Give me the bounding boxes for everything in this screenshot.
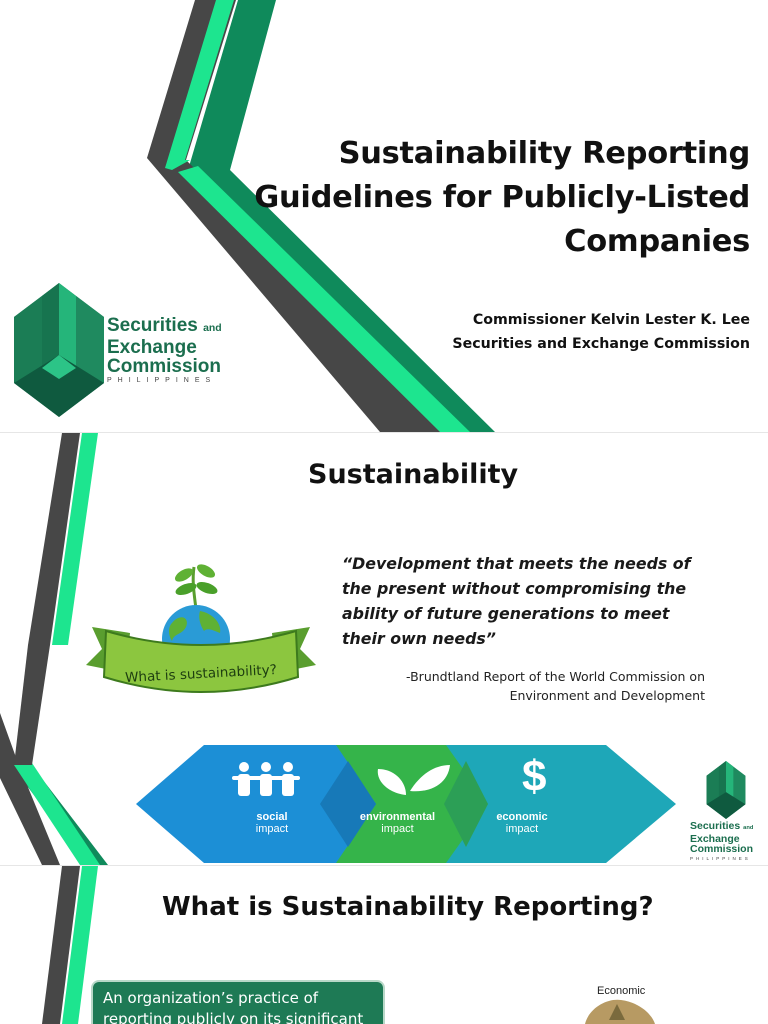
leaves-icon (377, 765, 450, 795)
impact-label-environmental: environmental impact (340, 811, 455, 835)
logo-word: Exchange (107, 337, 197, 358)
slide-title: Sustainability Reporting Guidelines for … (0, 0, 768, 432)
decorative-stripes (147, 0, 495, 432)
impact-label-economic: economic impact (482, 811, 562, 835)
presenter-name: Commissioner Kelvin Lester K. Lee (472, 312, 750, 328)
logo-word: Commission (107, 356, 222, 377)
slide-divider (0, 865, 768, 866)
logo-word: Exchange (690, 832, 740, 845)
slide-sustainability: Sustainability What is sustainability? “… (0, 433, 768, 865)
impact-title: social (256, 811, 288, 823)
sustainability-globe-banner-icon (86, 564, 316, 693)
slide-heading: Sustainability (308, 459, 519, 490)
attribution-line: Environment and Development (509, 688, 705, 703)
brundtland-quote: “Development that meets the needs of the… (342, 554, 691, 648)
triangle-diagram-icon (585, 999, 655, 1024)
quote-attribution: -Brundtland Report of the World Commissi… (380, 667, 705, 705)
impact-sub: impact (255, 823, 289, 835)
attribution-line: -Brundtland Report of the World Commissi… (406, 669, 705, 684)
impact-label-social: social impact (232, 811, 312, 835)
people-icon (232, 762, 300, 796)
presentation-title: Sustainability Reporting Guidelines for … (230, 132, 750, 264)
title-line: Guidelines for Publicly-Listed (254, 180, 750, 215)
slide-sustainability-reporting: What is Sustainability Reporting? An org… (0, 866, 768, 1024)
logo-word: Securities (107, 315, 198, 336)
impact-sub: impact (505, 823, 539, 835)
economic-label: Economic (597, 985, 646, 997)
logo-word: Securities (690, 820, 741, 832)
impact-title: environmental (359, 811, 436, 823)
slide-heading: What is Sustainability Reporting? (162, 892, 654, 922)
decorative-stripes (0, 433, 108, 865)
presenter-block: Commissioner Kelvin Lester K. Lee Securi… (452, 308, 750, 356)
slide-divider (0, 432, 768, 433)
dollar-icon: $ (522, 752, 546, 801)
logo-word: and (743, 825, 754, 831)
sec-logo-icon (14, 283, 104, 417)
definition-box: An organization’s practice of reporting … (91, 980, 385, 1024)
title-line: Sustainability Reporting (338, 136, 751, 171)
logo-word: Commission (690, 843, 754, 855)
impact-diamonds-graphic: $ (136, 745, 676, 863)
sec-logo-icon (706, 761, 746, 819)
logo-country: PHILIPPINES (107, 377, 217, 384)
title-line: Companies (564, 224, 750, 259)
sec-logo-text: Securities and Exchange Commission PHILI… (690, 821, 753, 862)
presenter-organization: Securities and Exchange Commission (452, 336, 750, 352)
impact-sub: impact (381, 823, 414, 835)
decorative-stripes (42, 866, 98, 1024)
impact-title: economic (496, 811, 548, 823)
logo-country: PHILIPPINES (690, 855, 751, 861)
sec-logo-text: Securities and Exchange Commission PHILI… (107, 316, 222, 386)
logo-word: and (203, 323, 222, 334)
